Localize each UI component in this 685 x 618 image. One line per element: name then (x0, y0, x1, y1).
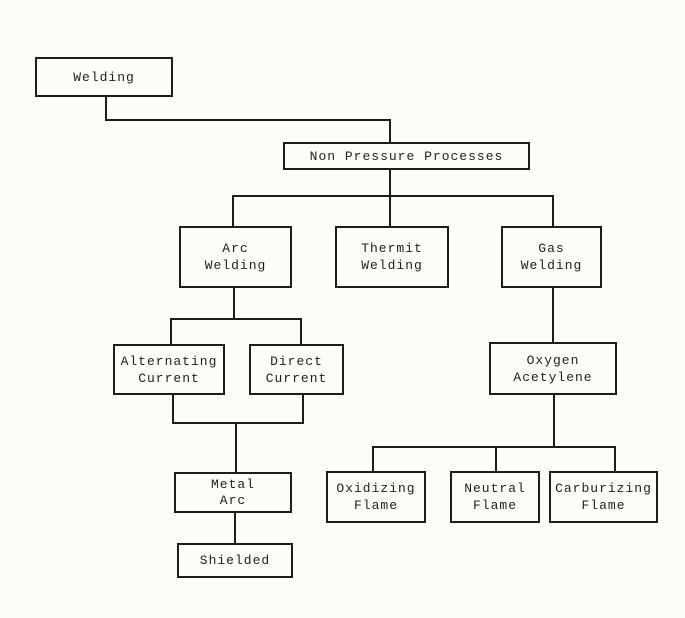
connector-tier2-rail (232, 195, 554, 197)
node-gas-welding: Gas Welding (501, 226, 602, 288)
connector-npp-down (389, 170, 391, 196)
connector-arc-down (233, 288, 235, 319)
connector-merge-rail (172, 422, 304, 424)
connector-oa-down (553, 395, 555, 448)
connector-shielded-drop (234, 513, 236, 543)
connector-thermit-drop (389, 195, 391, 226)
connector-current-rail (170, 318, 302, 320)
node-welding: Welding (35, 57, 173, 97)
connector-flame-rail (372, 446, 616, 448)
node-non-pressure-processes: Non Pressure Processes (283, 142, 530, 170)
connector-gas-down (552, 288, 554, 342)
connector-npp-drop (389, 119, 391, 142)
node-oxygen-acetylene: Oxygen Acetylene (489, 342, 617, 395)
node-alternating-current: Alternating Current (113, 344, 225, 395)
node-metal-arc: Metal Arc (174, 472, 292, 513)
connector-dc-down (302, 395, 304, 424)
connector-neutral-drop (495, 446, 497, 471)
node-arc-welding: Arc Welding (179, 226, 292, 288)
connector-ac-drop (170, 318, 172, 344)
connector-carburizing-drop (614, 446, 616, 471)
node-thermit-welding: Thermit Welding (335, 226, 449, 288)
connector-ac-down (172, 395, 174, 424)
connector-welding-down (105, 97, 107, 121)
node-oxidizing-flame: Oxidizing Flame (326, 471, 426, 523)
connector-arc-drop (232, 195, 234, 226)
connector-dc-drop (300, 318, 302, 344)
connector-welding-across (105, 119, 391, 121)
node-direct-current: Direct Current (249, 344, 344, 395)
node-neutral-flame: Neutral Flame (450, 471, 540, 523)
connector-metal-arc-drop (235, 422, 237, 472)
node-carburizing-flame: Carburizing Flame (549, 471, 658, 523)
node-shielded: Shielded (177, 543, 293, 578)
connector-gas-drop (552, 195, 554, 226)
connector-oxidizing-drop (372, 446, 374, 471)
